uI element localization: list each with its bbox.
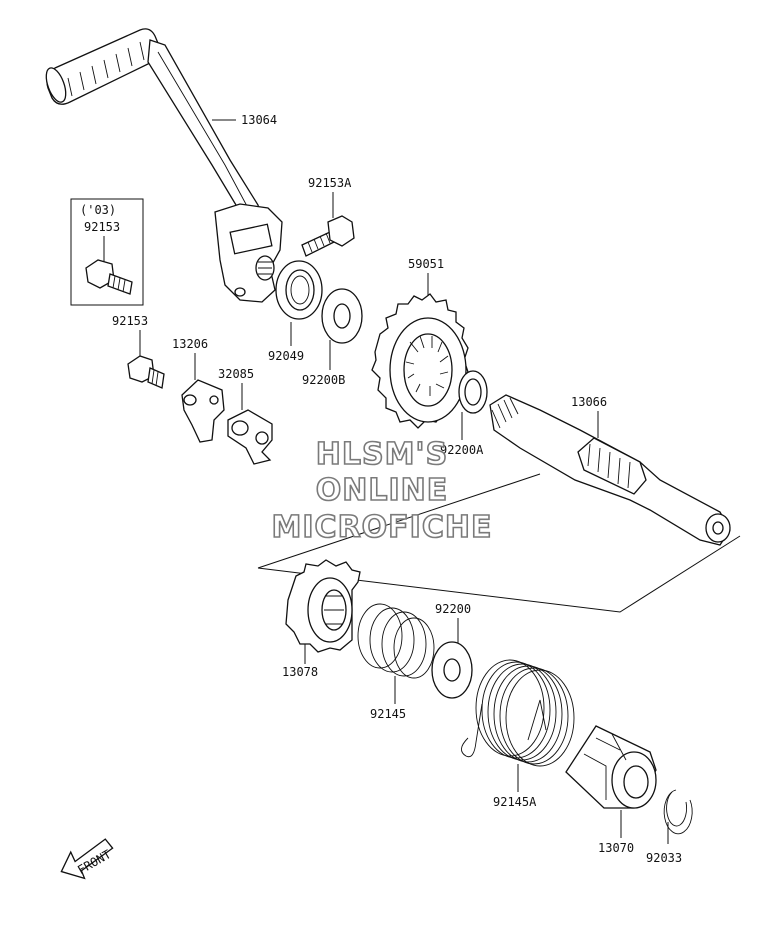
- watermark-line-3: MICROFICHE: [272, 510, 493, 545]
- label-92153b: 92153: [112, 314, 148, 328]
- watermark-line-1: HLSM'S: [316, 437, 448, 472]
- assembly-outline: [257, 473, 741, 613]
- kick-shaft-13066[interactable]: [489, 394, 731, 546]
- ratchet-13078[interactable]: [285, 559, 361, 653]
- label-13070: 13070: [598, 841, 634, 855]
- bolt-92153[interactable]: [85, 259, 133, 295]
- label-13064: 13064: [241, 113, 277, 127]
- label-92145a: 92145A: [493, 795, 537, 809]
- return-spring-92145a[interactable]: [461, 659, 575, 767]
- bolt-92153a[interactable]: [301, 215, 355, 257]
- label-92153a: 92153A: [308, 176, 352, 190]
- label-92200b: 92200B: [302, 373, 345, 387]
- inset-year-label: ('03): [80, 203, 116, 217]
- label-92145: 92145: [370, 707, 406, 721]
- guide-32085[interactable]: [227, 409, 273, 465]
- spring-guide-13070[interactable]: [565, 725, 657, 809]
- label-92049: 92049: [268, 349, 304, 363]
- label-92033: 92033: [646, 851, 682, 865]
- label-92200a: 92200A: [440, 443, 484, 457]
- inset-box: ('03) 92153: [70, 198, 144, 306]
- label-13206: 13206: [172, 337, 208, 351]
- label-13066: 13066: [571, 395, 607, 409]
- label-92153: 92153: [84, 220, 120, 234]
- washer-92200a[interactable]: [458, 370, 488, 414]
- label-32085: 32085: [218, 367, 254, 381]
- front-arrow-icon: FRONT: [60, 838, 114, 880]
- oil-seal-92049[interactable]: [275, 260, 323, 320]
- plate-13206[interactable]: [181, 379, 225, 443]
- kick-gear-59051[interactable]: [371, 293, 469, 429]
- label-92200: 92200: [435, 602, 471, 616]
- spring-92145[interactable]: [357, 603, 435, 679]
- bolt-92153b[interactable]: [127, 355, 165, 389]
- watermark-line-2: ONLINE: [316, 473, 449, 508]
- watermark: HLSM'S ONLINE MICROFICHE: [271, 436, 493, 546]
- circlip-92033[interactable]: [663, 789, 693, 835]
- label-13078: 13078: [282, 665, 318, 679]
- washer-92200b[interactable]: [321, 288, 363, 344]
- label-59051: 59051: [408, 257, 444, 271]
- washer-92200[interactable]: [431, 641, 473, 699]
- kick-pedal[interactable]: [42, 28, 283, 303]
